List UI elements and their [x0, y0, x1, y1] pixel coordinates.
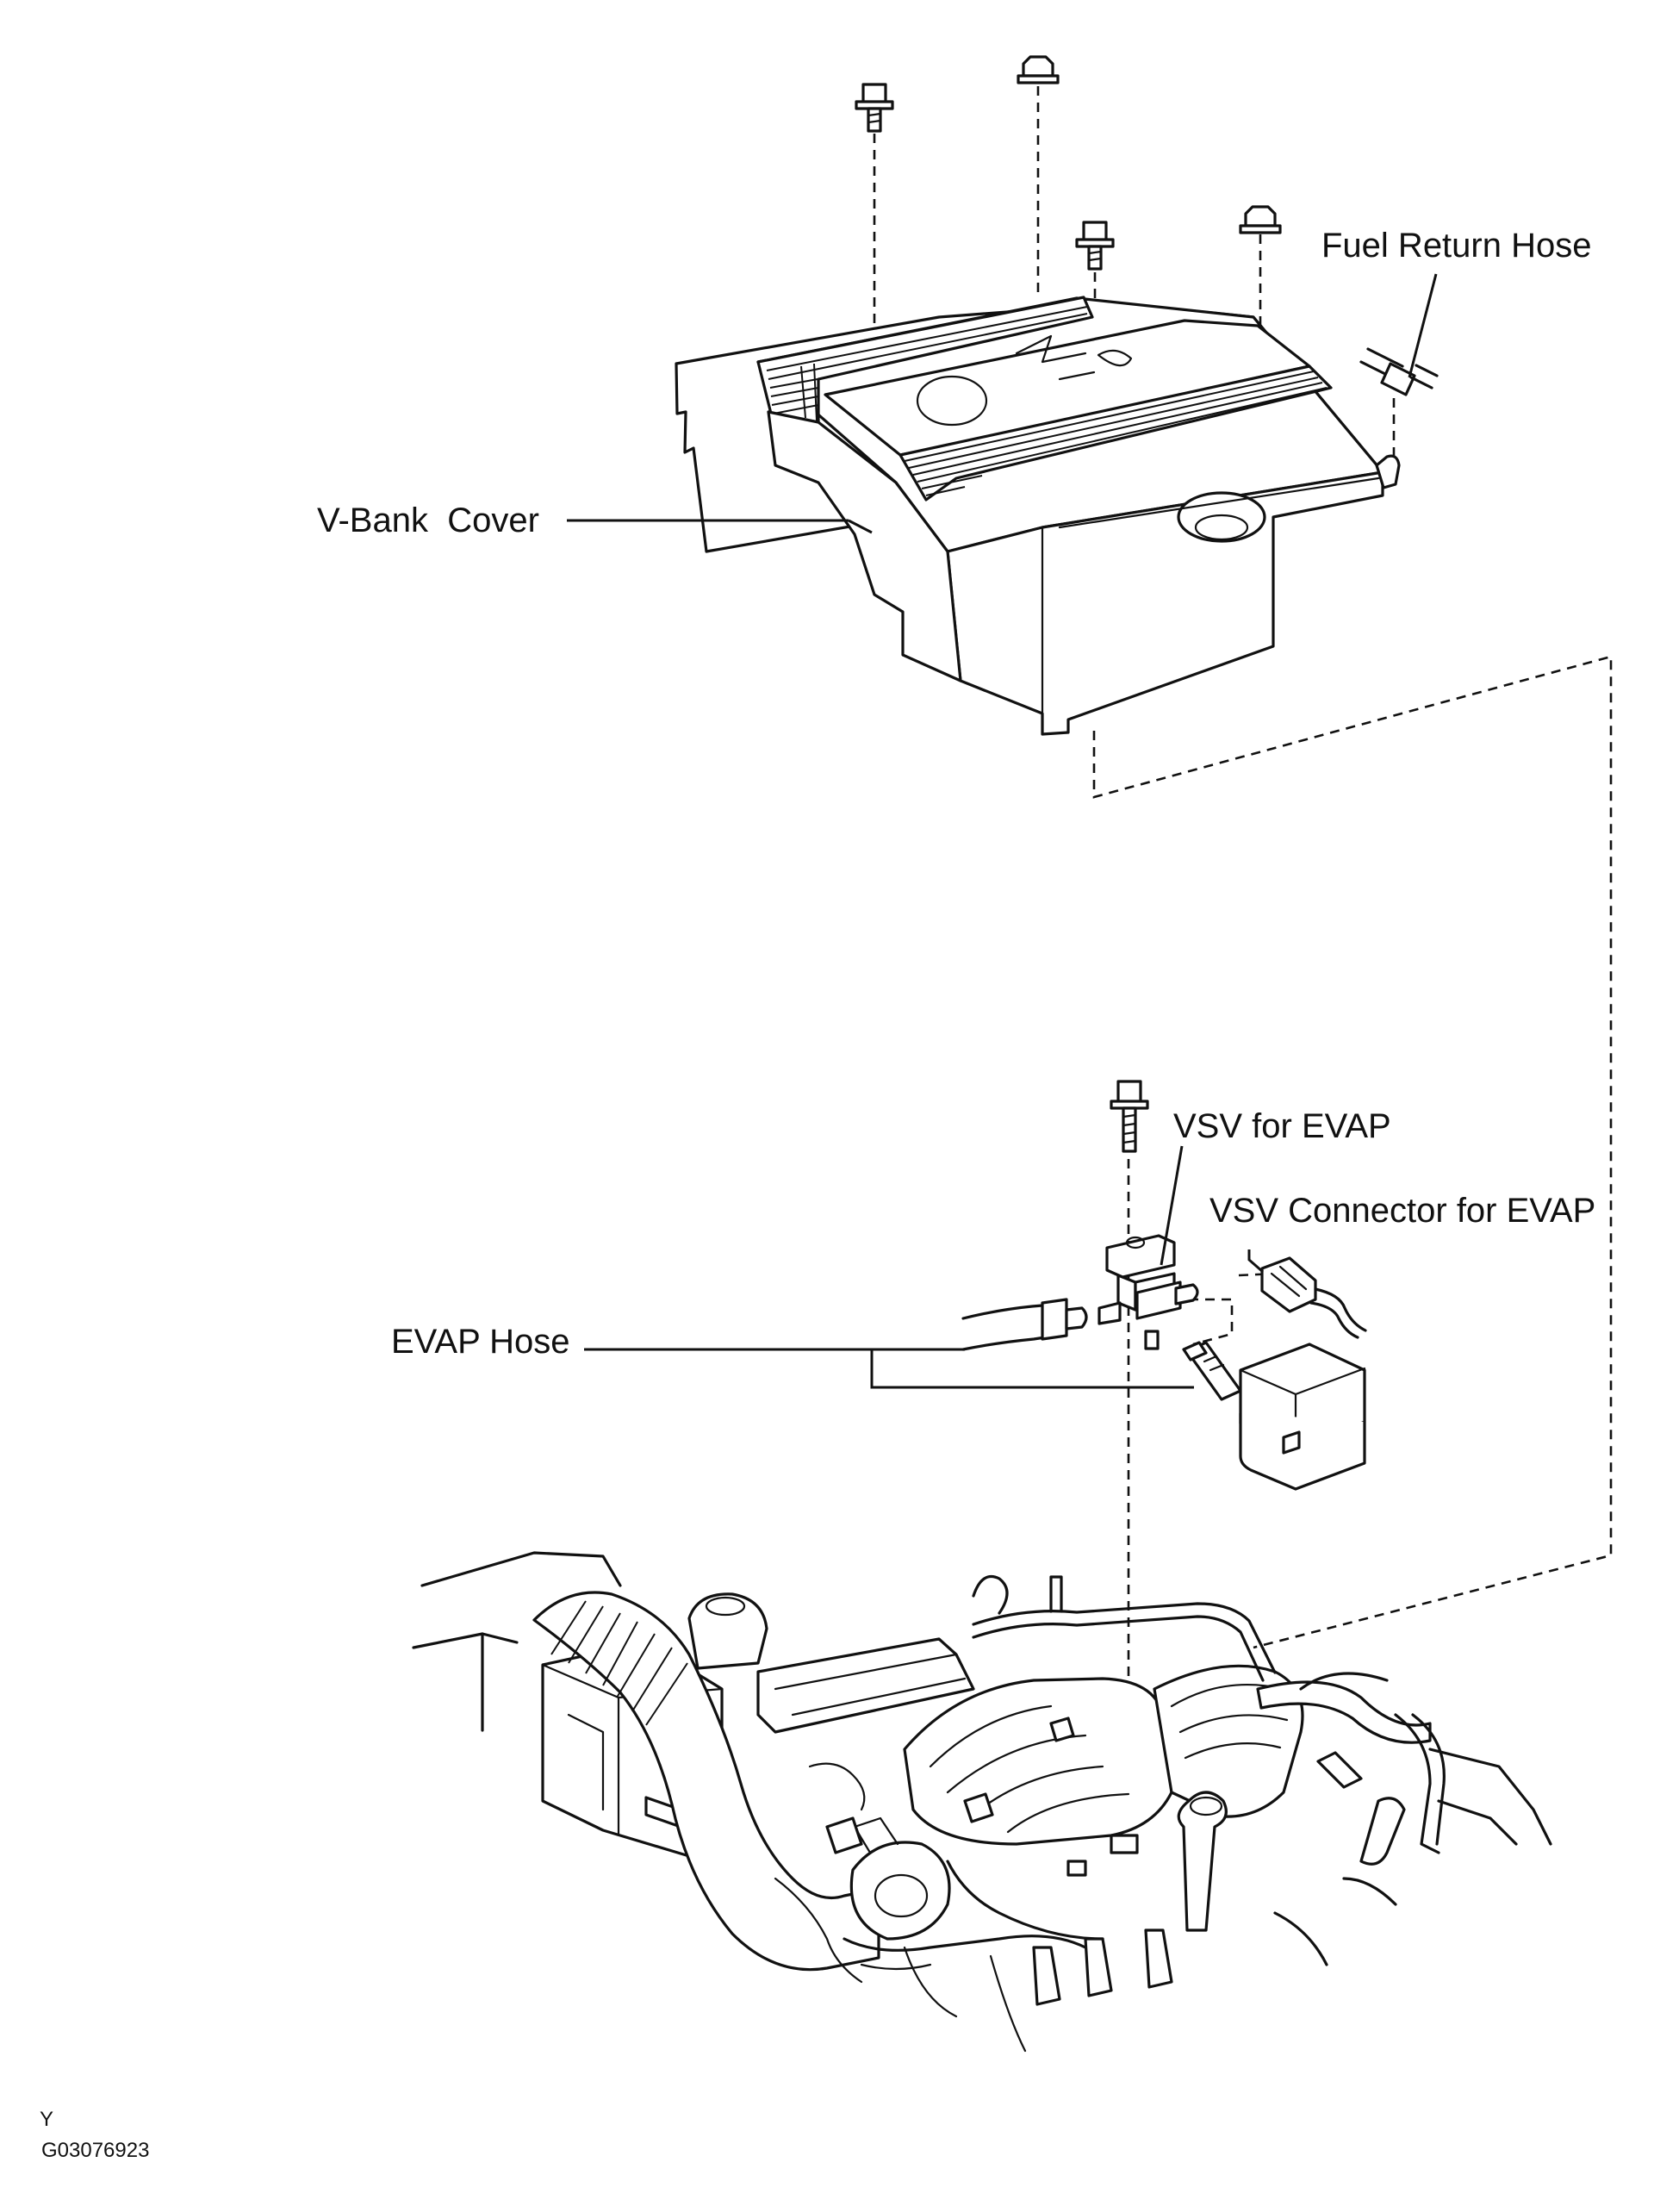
evap-hose-upper	[961, 1298, 1088, 1351]
label-vsv-connector-for-evap: VSV Connector for EVAP	[1209, 1192, 1595, 1230]
footer-figure-id: G03076923	[41, 2139, 149, 2162]
label-v-bank-cover: V-Bank Cover	[317, 502, 539, 539]
cover-nut-left	[1017, 55, 1060, 84]
label-fuel-return-hose: Fuel Return Hose	[1321, 227, 1591, 265]
v-bank-cover	[675, 296, 1401, 736]
evap-hose-lower	[1182, 1341, 1242, 1401]
cover-bolt-left	[855, 83, 894, 133]
evap-canister	[1239, 1343, 1366, 1491]
label-vsv-for-evap: VSV for EVAP	[1173, 1107, 1391, 1145]
cover-ribs-mid	[904, 371, 1328, 496]
cover-nut-right	[1239, 205, 1282, 234]
vsv-connector	[1260, 1256, 1367, 1339]
intake-duct-ribs	[550, 1600, 688, 1726]
leader-lines	[567, 273, 1438, 1389]
cover-bolt-right	[1075, 221, 1115, 271]
cover-ribs-left	[766, 306, 1088, 421]
vsv-for-evap	[1097, 1234, 1199, 1350]
fuel-return-hose	[1359, 347, 1439, 396]
label-evap-hose: EVAP Hose	[391, 1323, 570, 1361]
engine-bay	[412, 1551, 1552, 2053]
vsv-bolt	[1110, 1080, 1149, 1153]
footer-code-letter: Y	[40, 2108, 53, 2131]
